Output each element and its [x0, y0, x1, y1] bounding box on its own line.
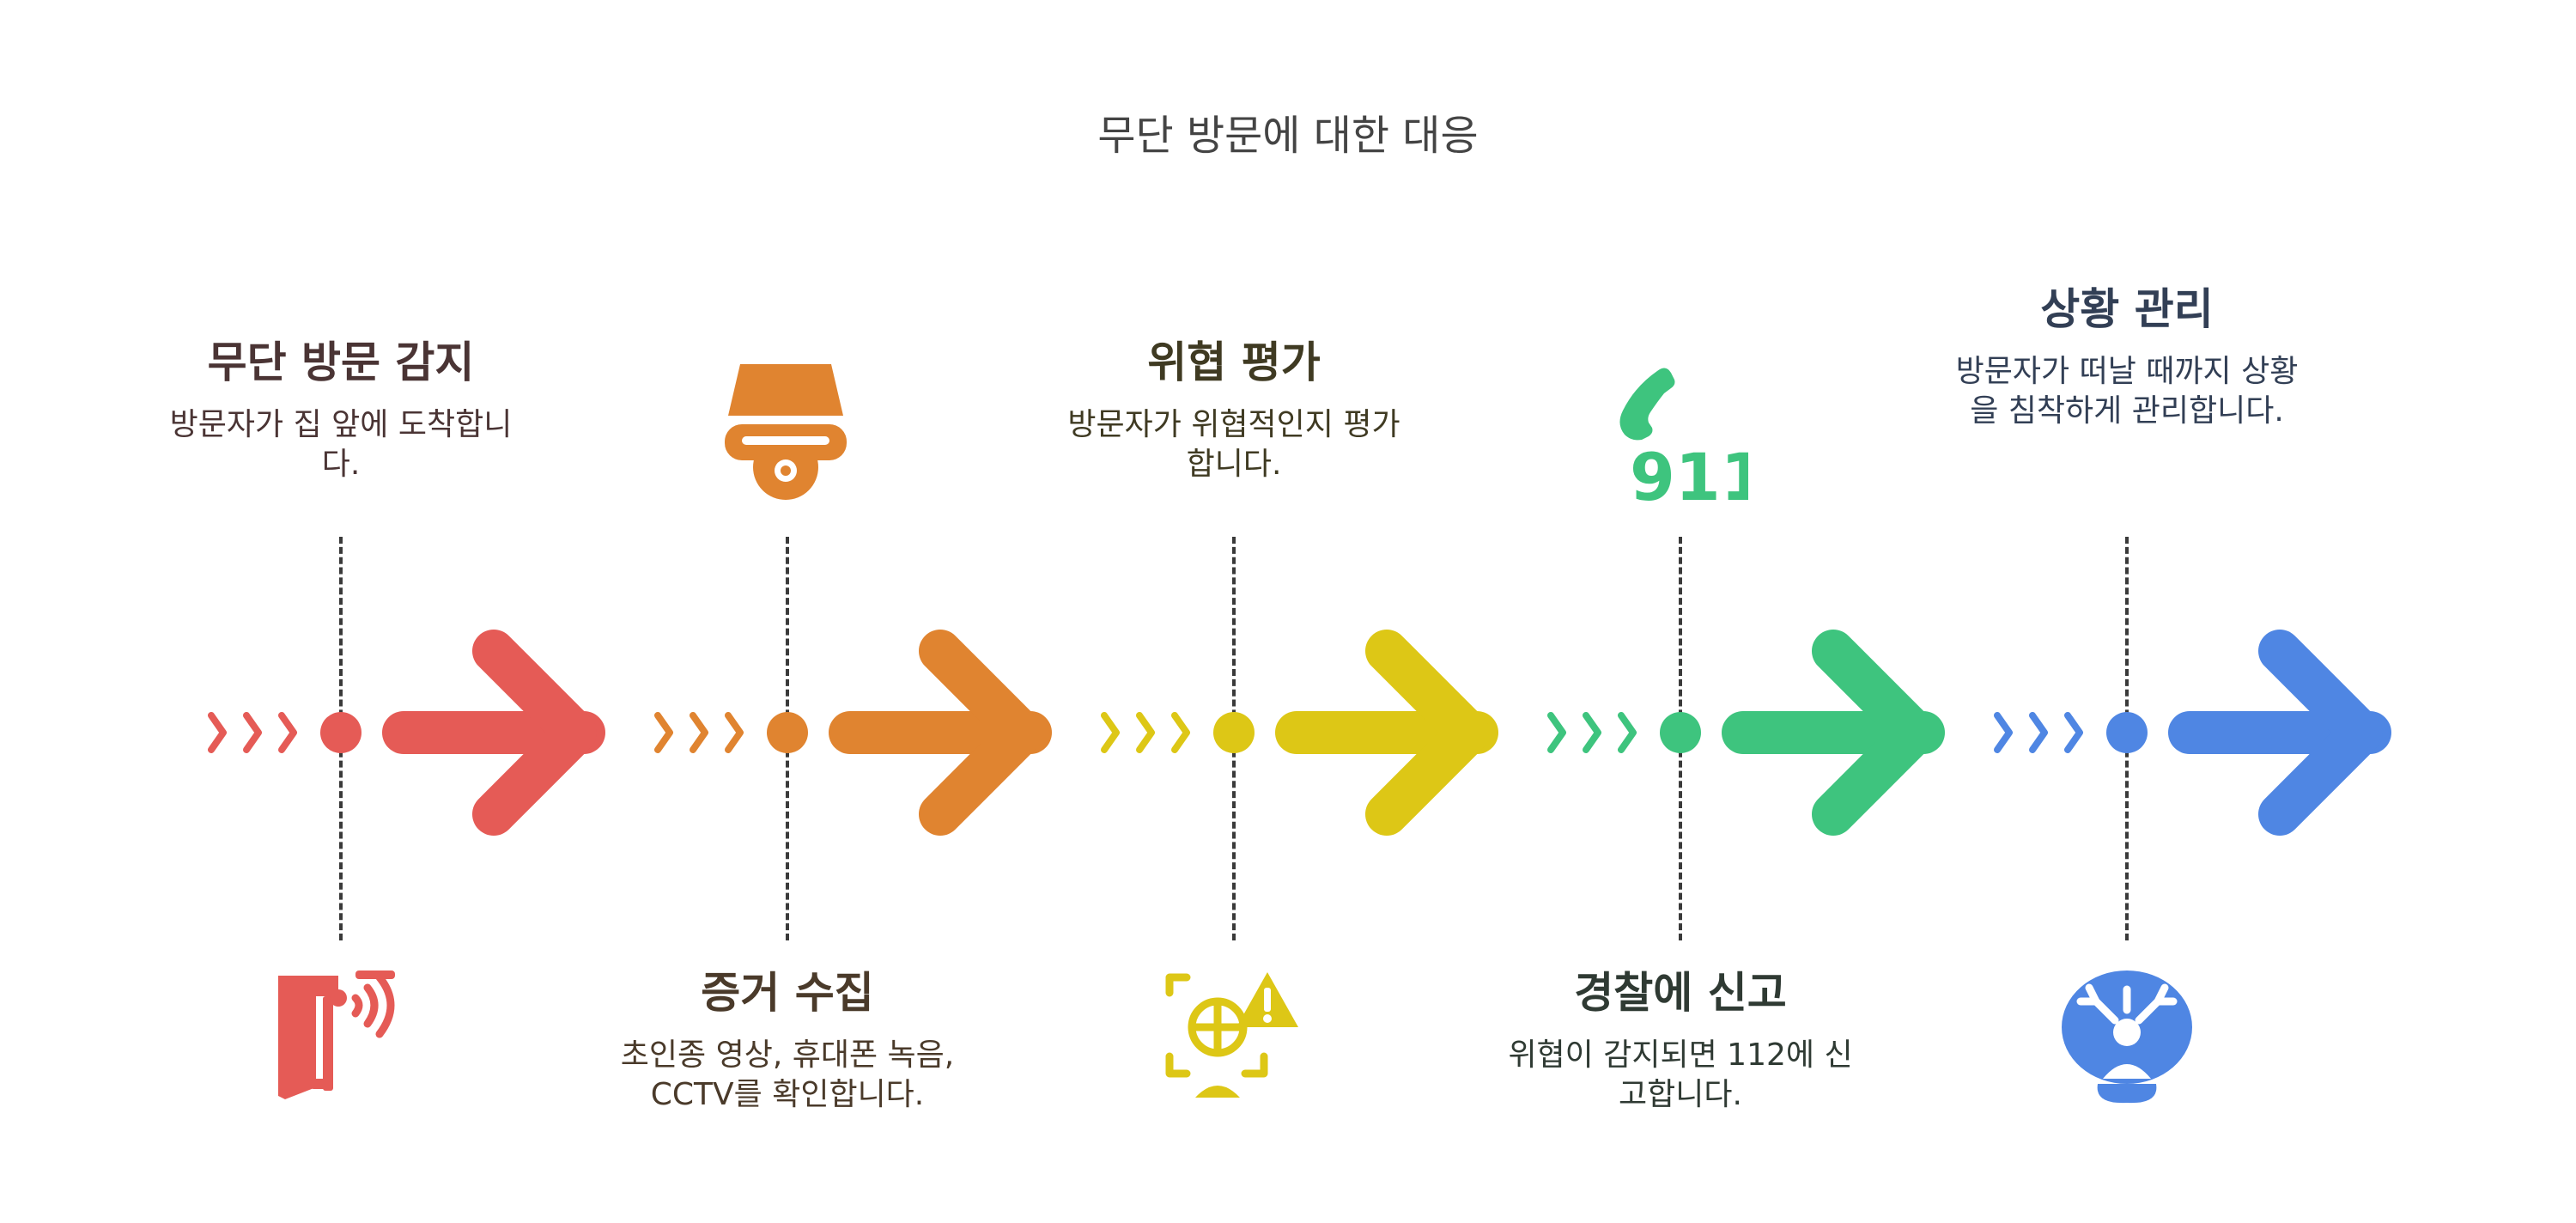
step-1-text: 무단 방문 감지 방문자가 집 앞에 도착합니다. [118, 337, 564, 484]
step-3-heading: 위협 평가 [1147, 338, 1321, 387]
step-3-text: 위협 평가 방문자가 위협적인지 평가합니다. [1011, 337, 1457, 484]
step-4-description: 위협이 감지되면 112에 신고합니다. [1508, 1037, 1853, 1112]
phone-911-label: 911 [1630, 439, 1748, 506]
threat-target-warning-icon [1165, 972, 1298, 1098]
diagram-title: 무단 방문에 대한 대응 [1097, 112, 1479, 160]
step-5-arrow [1994, 630, 2391, 836]
step-2-heading: 증거 수집 [701, 968, 874, 1018]
step-4-heading: 경찰에 신고 [1574, 968, 1787, 1018]
step-1-heading: 무단 방문 감지 [207, 338, 475, 387]
step-2-arrow [654, 630, 1052, 836]
calm-person-icon [2062, 970, 2192, 1104]
step-2-text: 증거 수집 초인종 영상, 휴대폰 녹음, CCTV를 확인합니다. [564, 967, 1011, 1115]
door-sensor-icon [278, 970, 395, 1099]
step-3-arrow [1101, 630, 1498, 836]
phone-911-icon: 911 [1619, 368, 1748, 506]
step-5-text: 상황 관리 방문자가 떠날 때까지 상황을 침착하게 관리합니다. [1904, 283, 2350, 431]
step-5-heading: 상황 관리 [2040, 284, 2214, 334]
step-2-description: 초인종 영상, 휴대폰 녹음, CCTV를 확인합니다. [620, 1037, 955, 1112]
step-4-text: 경찰에 신고 위협이 감지되면 112에 신고합니다. [1457, 967, 1904, 1115]
step-5-description: 방문자가 떠날 때까지 상황을 침착하게 관리합니다. [1955, 354, 2299, 429]
step-1-arrow [208, 630, 605, 836]
step-4-arrow [1547, 630, 1945, 836]
step-3-description: 방문자가 위협적인지 평가합니다. [1067, 407, 1400, 482]
security-camera-icon [725, 364, 847, 500]
step-1-description: 방문자가 집 앞에 도착합니다. [169, 407, 513, 482]
